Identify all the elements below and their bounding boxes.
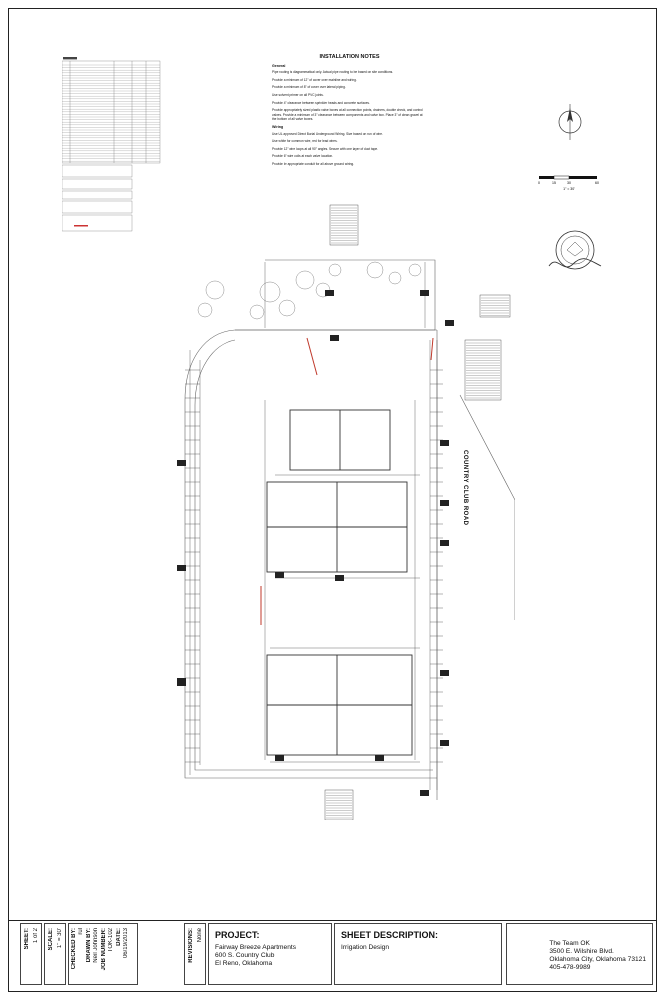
road-label: COUNTRY CLUB ROAD xyxy=(462,450,468,526)
engineer-seal-stamp xyxy=(548,230,602,270)
firm-address: 3500 E. Wilshire Blvd. xyxy=(549,948,614,955)
drawn-value: Neil Johnson xyxy=(93,928,99,963)
drawing-sheet xyxy=(8,8,657,992)
revisions-cell: REVISIONS: None xyxy=(184,923,206,985)
scale-text: 1" = 30' xyxy=(563,187,575,191)
firm-cell: The Team OK 3500 E. Wilshire Blvd. Oklah… xyxy=(506,923,653,985)
irrigation-legend-table xyxy=(62,57,161,232)
general-note: Provide a minimum of 12" of cover over m… xyxy=(272,77,357,82)
general-note: Provide a minimum of 8" of cover over la… xyxy=(272,85,346,90)
sheet-description-value: Irrigation Design xyxy=(341,944,390,951)
drawn-label: DRAWN BY: xyxy=(86,928,92,963)
date-job-cell: CHECKED BY: rul DRAWN BY: Neil Johnson J… xyxy=(68,923,138,985)
notes-title: INSTALLATION NOTES xyxy=(319,54,380,60)
installation-notes: INSTALLATION NOTES General Pipe routing … xyxy=(272,54,427,170)
wiring-note: Provide Irr appropriate conduit for all … xyxy=(272,161,355,166)
graphic-scale-bar: 0 15 30 60 1" = 30' xyxy=(538,175,599,191)
checked-label: CHECKED BY: xyxy=(71,928,77,970)
date-label: DATE: xyxy=(116,928,122,946)
scale-tick: 30 xyxy=(567,181,571,185)
project-label: PROJECT: xyxy=(215,930,260,940)
title-block: SHEET: 1 of 2 SCALE: 1" = 30' CHECKED BY… xyxy=(8,920,657,993)
firm-phone: 405-478-9989 xyxy=(549,964,591,971)
job-label: JOB NUMBER: xyxy=(101,928,107,971)
wiring-note: Provide 6" wire coils at each valve loca… xyxy=(272,154,334,159)
project-name: Fairway Breeze Apartments xyxy=(215,944,296,951)
general-note: Provide appropriately sized plastic valv… xyxy=(272,108,423,122)
revisions-value: None xyxy=(197,928,203,943)
firm-city: Oklahoma City, Oklahoma 73121 xyxy=(549,956,646,963)
checked-value: rul xyxy=(78,928,84,935)
revisions-label: REVISIONS: xyxy=(188,928,194,963)
general-note: Pipe routing is diagrammatical only. Act… xyxy=(272,70,394,75)
sheet-description-cell: SHEET DESCRIPTION: Irrigation Design xyxy=(334,923,502,985)
project-address: 600 S. Country Club xyxy=(215,952,275,959)
firm-name: The Team OK xyxy=(549,940,590,947)
scale-tick: 60 xyxy=(595,181,599,185)
project-cell: PROJECT: Fairway Breeze Apartments 600 S… xyxy=(208,923,332,985)
date-value: 06/19/2013 xyxy=(123,928,129,959)
sheet-value: 1 of 2 xyxy=(33,928,39,944)
notes-general-heading: General xyxy=(272,63,286,68)
scale-tick: 15 xyxy=(552,181,556,185)
notes-wiring-heading: Wiring xyxy=(272,124,284,129)
project-city: El Reno, Oklahoma xyxy=(215,960,273,967)
wiring-note: Provide 12" wire loops at all 90° angles… xyxy=(272,146,379,151)
wiring-note: Use UL approved Direct Burial Undergroun… xyxy=(272,131,383,136)
job-value: TOK-102 xyxy=(108,928,114,953)
scale-tick: 0 xyxy=(538,181,540,185)
irrigation-site-plan xyxy=(177,204,515,820)
sheet-cell: SHEET: 1 of 2 xyxy=(20,923,42,985)
wiring-note: Use white for common wire, red for lead … xyxy=(272,139,338,144)
sheet-description-label: SHEET DESCRIPTION: xyxy=(341,930,439,940)
scale-value: 1" = 30' xyxy=(57,928,63,949)
general-note: Use solvent primer on all PVC joints. xyxy=(272,92,324,97)
north-arrow-icon xyxy=(558,104,582,140)
general-note: Provide 4" clearance between sprinkler h… xyxy=(272,100,370,105)
scale-label: SCALE: xyxy=(48,928,54,951)
scale-cell: SCALE: 1" = 30' xyxy=(44,923,66,985)
sheet-label: SHEET: xyxy=(24,928,30,950)
